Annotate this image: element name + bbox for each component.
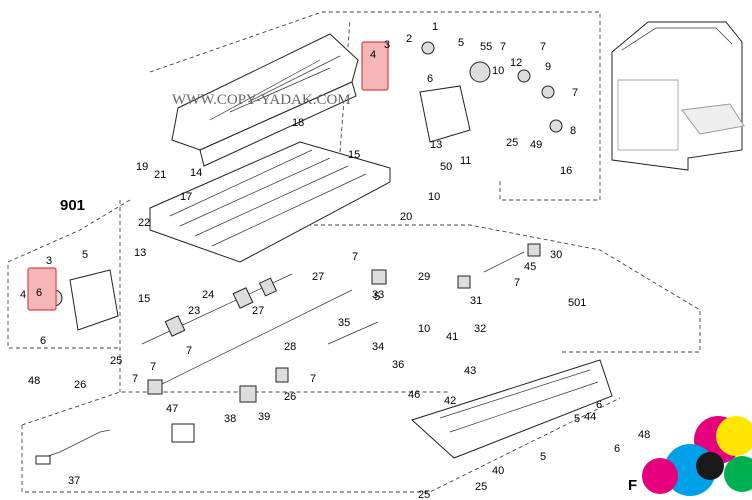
callout-number: 25: [110, 355, 122, 367]
callout-number: 42: [444, 395, 456, 407]
gear-bracket-upper: [419, 41, 563, 143]
callout-number: 25: [506, 137, 518, 149]
callout-number: 7: [150, 361, 156, 373]
callout-number: 3: [384, 39, 390, 51]
callout-number: 19: [136, 161, 148, 173]
callout-number: 41: [446, 331, 458, 343]
callout-number: 3: [46, 255, 52, 267]
callout-number: 26: [284, 391, 296, 403]
callout-number: 5: [374, 291, 380, 303]
copier-thumbnail: [611, 21, 745, 171]
callout-number: 7: [540, 41, 546, 53]
callout-number: 5: [540, 451, 546, 463]
callout-number: 6: [427, 73, 433, 85]
callout-number: 45: [524, 261, 536, 273]
callout-number: 33: [372, 289, 384, 301]
callout-number: 5: [82, 249, 88, 261]
callout-number: 4: [20, 289, 26, 301]
callout-number: 11: [460, 155, 471, 167]
callout-number: 40: [492, 465, 504, 477]
callout-number: 17: [180, 191, 192, 203]
bottom-tray: [411, 359, 613, 459]
callout-number: 27: [252, 305, 264, 317]
top-unit-housing: [171, 33, 359, 167]
callout-number: 1: [432, 21, 438, 33]
callout-number: 7: [572, 87, 578, 99]
callout-number: 30: [550, 249, 562, 261]
callout-number: 21: [154, 169, 166, 181]
solenoid-and-harness: [35, 423, 195, 465]
callout-number: 7: [352, 251, 358, 263]
callout-number: 16: [560, 165, 572, 177]
highlight-box-part4-upper: [361, 41, 389, 91]
highlight-box-part4-lower: [27, 267, 57, 311]
callout-number: 7: [500, 41, 506, 53]
callout-number: 6: [36, 287, 42, 299]
callout-number: 37: [68, 475, 80, 487]
callout-number: 20: [400, 211, 412, 223]
callout-number: 22: [138, 217, 150, 229]
callout-number: 28: [284, 341, 296, 353]
callout-number: 18: [292, 117, 304, 129]
callout-number: 10: [418, 323, 430, 335]
callout-number: 8: [570, 125, 576, 137]
callout-number: 13: [134, 247, 146, 259]
callout-number: 36: [392, 359, 404, 371]
callout-number: 5: [458, 37, 464, 49]
callout-number: 25: [418, 489, 430, 500]
callout-number: 48: [28, 375, 40, 387]
callout-number: 15: [348, 149, 360, 161]
callout-number: 4: [370, 49, 376, 61]
callout-number: 34: [372, 341, 384, 353]
callout-number: 9: [545, 61, 551, 73]
left-drive-bracket: [45, 269, 119, 331]
callout-number: 24: [202, 289, 214, 301]
callout-number: 12: [510, 57, 522, 69]
corner-letter: F: [628, 477, 637, 494]
callout-number: 25: [475, 481, 487, 493]
callout-number: 10: [428, 191, 440, 203]
callout-number: 31: [470, 295, 482, 307]
rollers-and-shafts: [141, 243, 541, 403]
callout-number: 38: [224, 413, 236, 425]
callout-number: 13: [430, 139, 442, 151]
callout-number: 6: [614, 443, 620, 455]
callout-number: 32: [474, 323, 486, 335]
assembly-label-501: 501: [568, 297, 586, 309]
callout-number: 27: [312, 271, 324, 283]
callout-number: 48: [638, 429, 650, 441]
callout-number: 2: [406, 33, 412, 45]
callout-number: 49: [530, 139, 542, 151]
assembly-label-901: 901: [60, 197, 85, 214]
callout-number: 7: [186, 345, 192, 357]
callout-number: 7: [132, 373, 138, 385]
callout-number: 7: [514, 277, 520, 289]
paper-guide-plate: [149, 141, 391, 263]
callout-number: 47: [166, 403, 178, 415]
callout-number: 23: [188, 305, 200, 317]
callout-number: 43: [464, 365, 476, 377]
callout-number: 10: [492, 65, 504, 77]
callout-number: 7: [310, 373, 316, 385]
callout-number: 50: [440, 161, 452, 173]
callout-number: 6: [596, 399, 602, 411]
callout-number: 15: [138, 293, 150, 305]
callout-number: 6: [40, 335, 46, 347]
callout-number: 29: [418, 271, 430, 283]
callout-number: 35: [338, 317, 350, 329]
callout-number: 5: [574, 413, 580, 425]
callout-number: 46: [408, 389, 420, 401]
callout-number: 39: [258, 411, 270, 423]
callout-number: 14: [190, 167, 202, 179]
watermark-text: WWW.COPY-YADAK.COM: [172, 92, 351, 108]
callout-number: 44: [584, 411, 596, 423]
callout-number: 55: [480, 41, 492, 53]
callout-number: 26: [74, 379, 86, 391]
color-wheel-logo: [642, 416, 752, 496]
